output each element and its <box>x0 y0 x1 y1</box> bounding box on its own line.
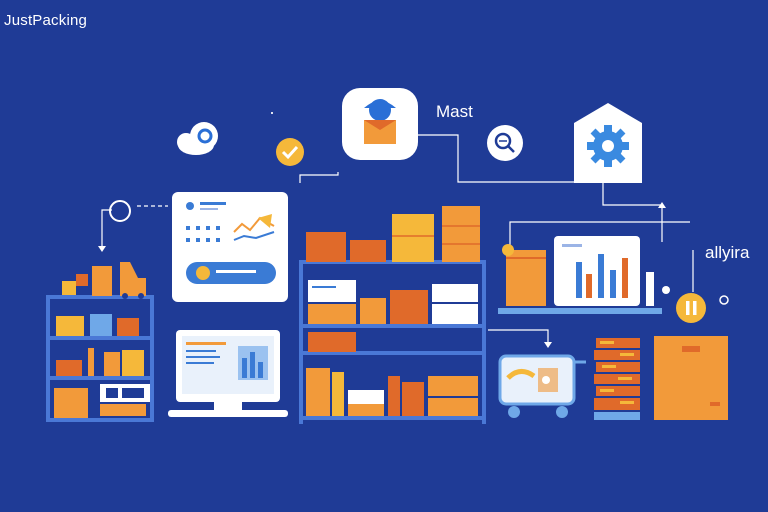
cloud-search-icon <box>177 122 218 155</box>
person-box-icon <box>342 88 418 160</box>
node-circle <box>109 200 131 222</box>
connector-lines <box>98 134 694 348</box>
pause-icon <box>676 293 729 323</box>
checkmark-icon <box>276 138 304 166</box>
pallet-stack <box>594 338 640 420</box>
analytics-shelf <box>498 236 670 314</box>
large-box <box>654 336 728 420</box>
center-shelf <box>299 206 486 424</box>
magnifier-icon <box>487 125 523 161</box>
label-mast: Mast <box>436 102 473 121</box>
forklift-icon <box>62 262 146 299</box>
brand-logo-text: JustPacking <box>4 12 88 29</box>
gear-house-icon <box>574 103 642 183</box>
sparkle-icon <box>271 112 273 114</box>
left-shelf <box>46 295 154 422</box>
delivery-cart-icon <box>498 354 586 418</box>
dashboard-card <box>172 192 288 302</box>
laptop-icon <box>168 330 288 417</box>
label-allyira: allyira <box>705 243 750 262</box>
